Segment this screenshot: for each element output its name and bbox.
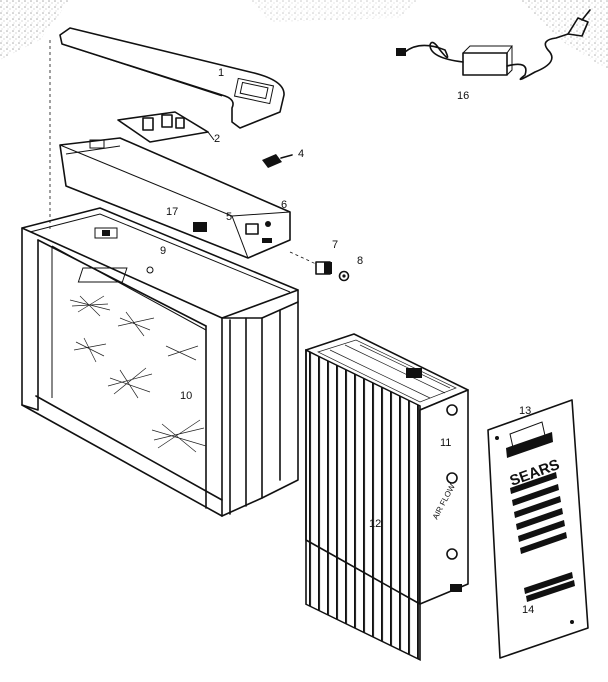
part-10-prefilter-mesh xyxy=(69,295,207,453)
callout-4: 4 xyxy=(298,148,305,160)
callout-10: 10 xyxy=(180,390,193,402)
part-9-cabinet xyxy=(21,207,299,517)
callout-11: 11 xyxy=(440,437,452,449)
part-7-connector xyxy=(289,251,332,275)
callout-1: 1 xyxy=(218,67,225,79)
part-6-lamp xyxy=(265,221,271,227)
callout-12: 12 xyxy=(369,518,382,530)
part-17-indicator xyxy=(193,222,207,232)
part-2-control-board xyxy=(117,111,215,143)
part-4-knob xyxy=(262,154,293,168)
callout-2: 2 xyxy=(214,133,221,145)
callout-16: 16 xyxy=(457,90,470,102)
callout-17: 17 xyxy=(166,206,179,218)
callout-13: 13 xyxy=(519,405,532,417)
part-1-top-cover xyxy=(59,27,285,129)
part-16-power-cord xyxy=(396,9,591,81)
callout-9: 9 xyxy=(160,245,167,257)
part-5-switch xyxy=(245,223,259,235)
callout-6: 6 xyxy=(281,199,288,211)
part-14-door-panel xyxy=(487,399,589,659)
callout-7: 7 xyxy=(332,239,339,251)
part-11-electronic-cell xyxy=(305,333,469,662)
callout-5: 5 xyxy=(226,211,233,223)
callout-14: 14 xyxy=(522,604,535,616)
part-8-nut xyxy=(338,270,350,282)
power-pack-housing xyxy=(59,137,291,259)
callout-8: 8 xyxy=(357,255,364,267)
